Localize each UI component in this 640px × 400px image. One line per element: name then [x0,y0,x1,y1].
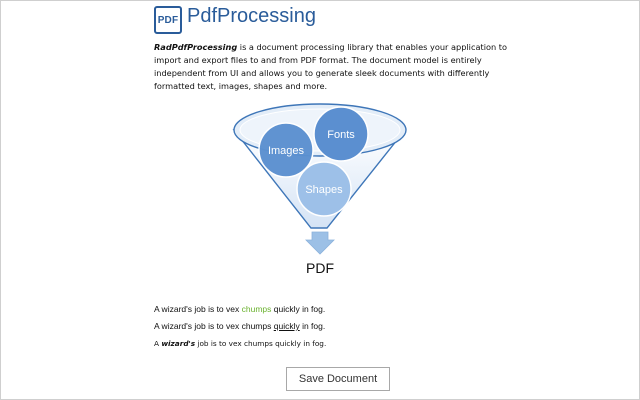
sample-line-2: A wizard's job is to vex chumps quickly … [154,321,325,331]
intro-text: is a document processing library that en… [154,42,507,91]
sample3-highlight: wizard's [161,339,196,348]
product-name: RadPdfProcessing [154,42,238,52]
save-document-button[interactable]: Save Document [286,367,390,391]
circle-shapes [296,161,352,217]
sample-line-3: A wizard's job is to vex chumps quickly … [154,339,326,348]
circle-fonts [313,106,369,162]
logo-text: PDF [157,14,179,26]
sample1-before: A wizard's job is to vex [154,304,242,314]
label-fonts: Fonts [327,129,355,141]
sample1-after: quickly in fog. [271,304,326,314]
label-shapes: Shapes [305,184,343,196]
sample3-before: A [154,339,162,348]
sample2-after: in fog. [299,321,326,331]
pdf-logo-icon: PDF [154,6,182,34]
circle-images [258,122,314,178]
app-title: PdfProcessing [187,5,316,27]
intro-paragraph: RadPdfProcessing is a document processin… [154,41,519,93]
sample-line-1: A wizard's job is to vex chumps quickly … [154,304,325,314]
pdf-output-label: PDF [306,260,334,276]
label-images: Images [268,145,305,157]
arrow-down-icon [305,231,335,255]
sample3-after: job is to vex chumps quickly in fog. [195,339,327,348]
sample2-highlight: quickly [273,321,300,331]
sample2-before: A wizard's job is to vex chumps [154,321,274,331]
sample1-highlight: chumps [241,304,272,314]
